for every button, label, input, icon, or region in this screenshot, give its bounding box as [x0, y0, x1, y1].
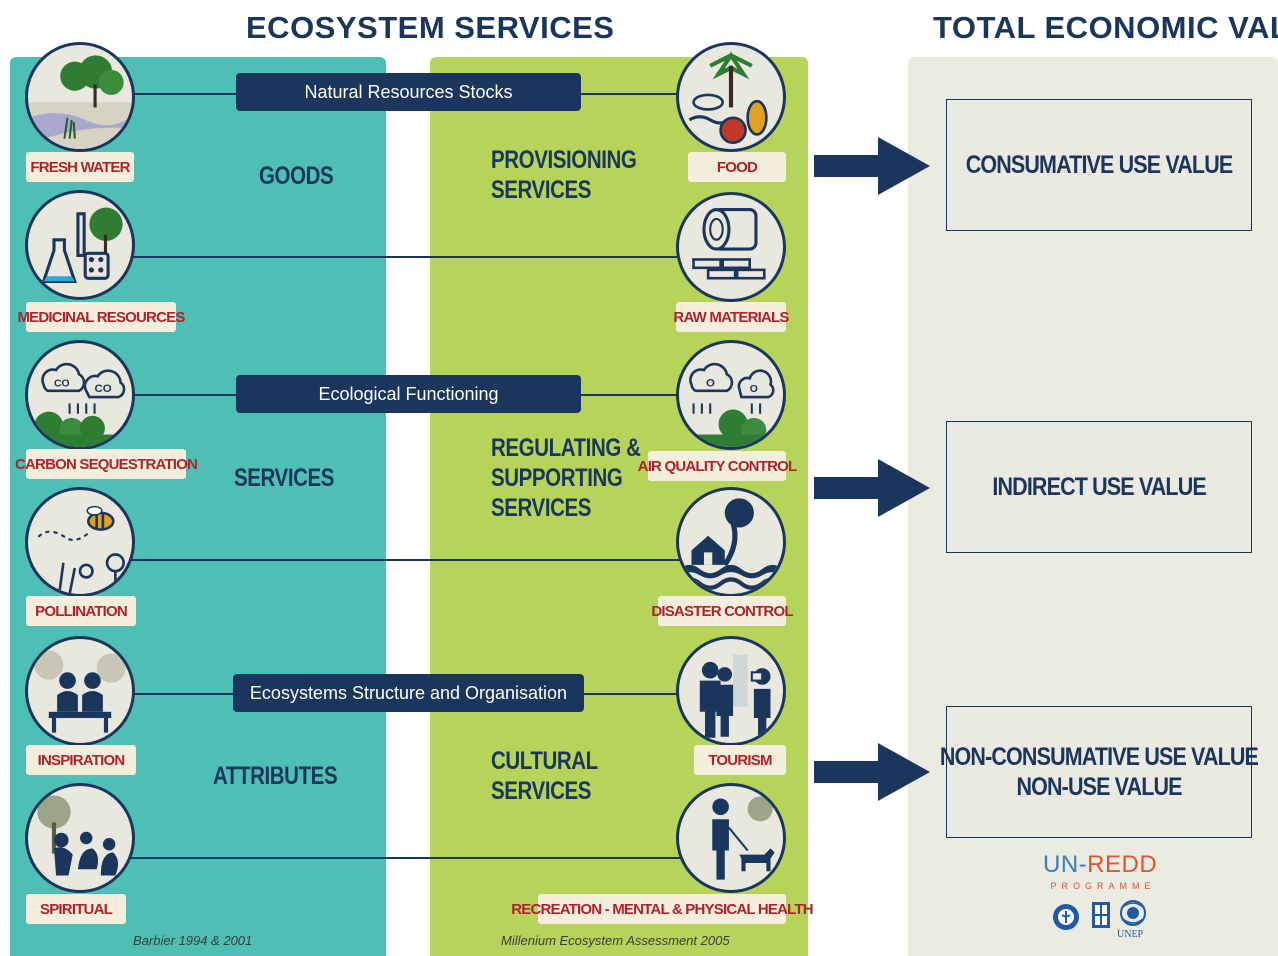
- consumative-use-value-box: CONSUMATIVE USE VALUE: [946, 99, 1252, 231]
- barbier-credit: Barbier 1994 & 2001: [133, 933, 253, 948]
- recreation-label: RECREATION - MENTAL & PHYSICAL HEALTH: [511, 894, 814, 924]
- tourism-icon: [676, 636, 786, 746]
- regulating-supporting-heading: REGULATING & SUPPORTING SERVICES: [491, 434, 641, 522]
- svg-text:CO: CO: [95, 383, 112, 395]
- connector-line: [80, 559, 730, 561]
- arrow-right-icon: [812, 741, 932, 803]
- medicine-icon: [25, 190, 135, 300]
- ecosystems-structure-bar: Ecosystems Structure and Organisation: [233, 674, 584, 712]
- arrow-right-icon: [812, 135, 932, 197]
- inspiration-icon: [25, 636, 135, 746]
- flood-icon: [676, 487, 786, 597]
- services-heading: SERVICES: [234, 464, 335, 492]
- programme-text: PROGRAMME: [1050, 881, 1156, 891]
- raw-materials-label: RAW MATERIALS: [673, 302, 789, 332]
- logs-icon: [676, 192, 786, 302]
- goods-heading: GOODS: [259, 162, 334, 190]
- ecological-functioning-bar: Ecological Functioning: [236, 375, 581, 413]
- unep-text: UNEP: [1117, 929, 1144, 940]
- svg-text:O: O: [706, 378, 715, 390]
- natural-resources-stocks-bar: Natural Resources Stocks: [236, 73, 581, 111]
- spiritual-label: SPIRITUAL: [26, 894, 126, 924]
- inspiration-label: INSPIRATION: [26, 745, 136, 775]
- consumative-use-value-text: CONSUMATIVE USE VALUE: [965, 151, 1234, 179]
- air-quality-control-label: AIR QUALITY CONTROL: [638, 451, 797, 481]
- provisioning-services-heading: PROVISIONING SERVICES: [491, 146, 637, 204]
- fresh-water-label: FRESH WATER: [26, 152, 134, 182]
- pollination-label: POLLINATION: [26, 596, 136, 626]
- arrow-right-icon: [812, 457, 932, 519]
- attributes-heading: ATTRIBUTES: [213, 762, 338, 790]
- connector-line: [80, 256, 730, 258]
- unep-logo-icon: [1117, 899, 1149, 934]
- indirect-use-value-box: INDIRECT USE VALUE: [946, 421, 1252, 553]
- ecosystem-services-title: ECOSYSTEM SERVICES: [246, 10, 615, 45]
- food-label: FOOD: [688, 152, 786, 182]
- spiritual-icon: [25, 783, 135, 893]
- non-consumative-use-value-box: NON-CONSUMATIVE USE VALUE NON-USE VALUE: [940, 706, 1259, 838]
- svg-text:CO: CO: [54, 379, 70, 390]
- svg-text:O: O: [750, 384, 758, 395]
- millennium-credit: Millenium Ecosystem Assessment 2005: [501, 933, 730, 948]
- connector-line: [80, 857, 730, 859]
- medicinal-resources-label: MEDICINAL RESOURCES: [17, 302, 185, 332]
- total-economic-value-title: TOTAL ECONOMIC VALUE: [933, 10, 1278, 45]
- carbon-sequestration-label: CARBON SEQUESTRATION: [15, 449, 198, 479]
- disaster-control-label: DISASTER CONTROL: [651, 596, 793, 626]
- dog-walk-icon: [676, 783, 786, 893]
- indirect-use-value-text: INDIRECT USE VALUE: [992, 473, 1206, 501]
- cultural-services-heading: CULTURAL SERVICES: [491, 747, 598, 805]
- bee-icon: [25, 487, 135, 597]
- fao-logo-icon: [1051, 902, 1081, 937]
- fresh-water-icon: [25, 42, 135, 152]
- carbon-icon: CO CO: [25, 340, 135, 450]
- un-redd-logo: UN-REDD: [1043, 851, 1158, 878]
- non-consumative-use-value-text: NON-CONSUMATIVE USE VALUE: [939, 743, 1259, 771]
- tourism-label: TOURISM: [694, 745, 786, 775]
- non-use-value-text: NON-USE VALUE: [1016, 773, 1182, 801]
- undp-logo-icon: [1092, 902, 1110, 939]
- food-icon: [676, 42, 786, 152]
